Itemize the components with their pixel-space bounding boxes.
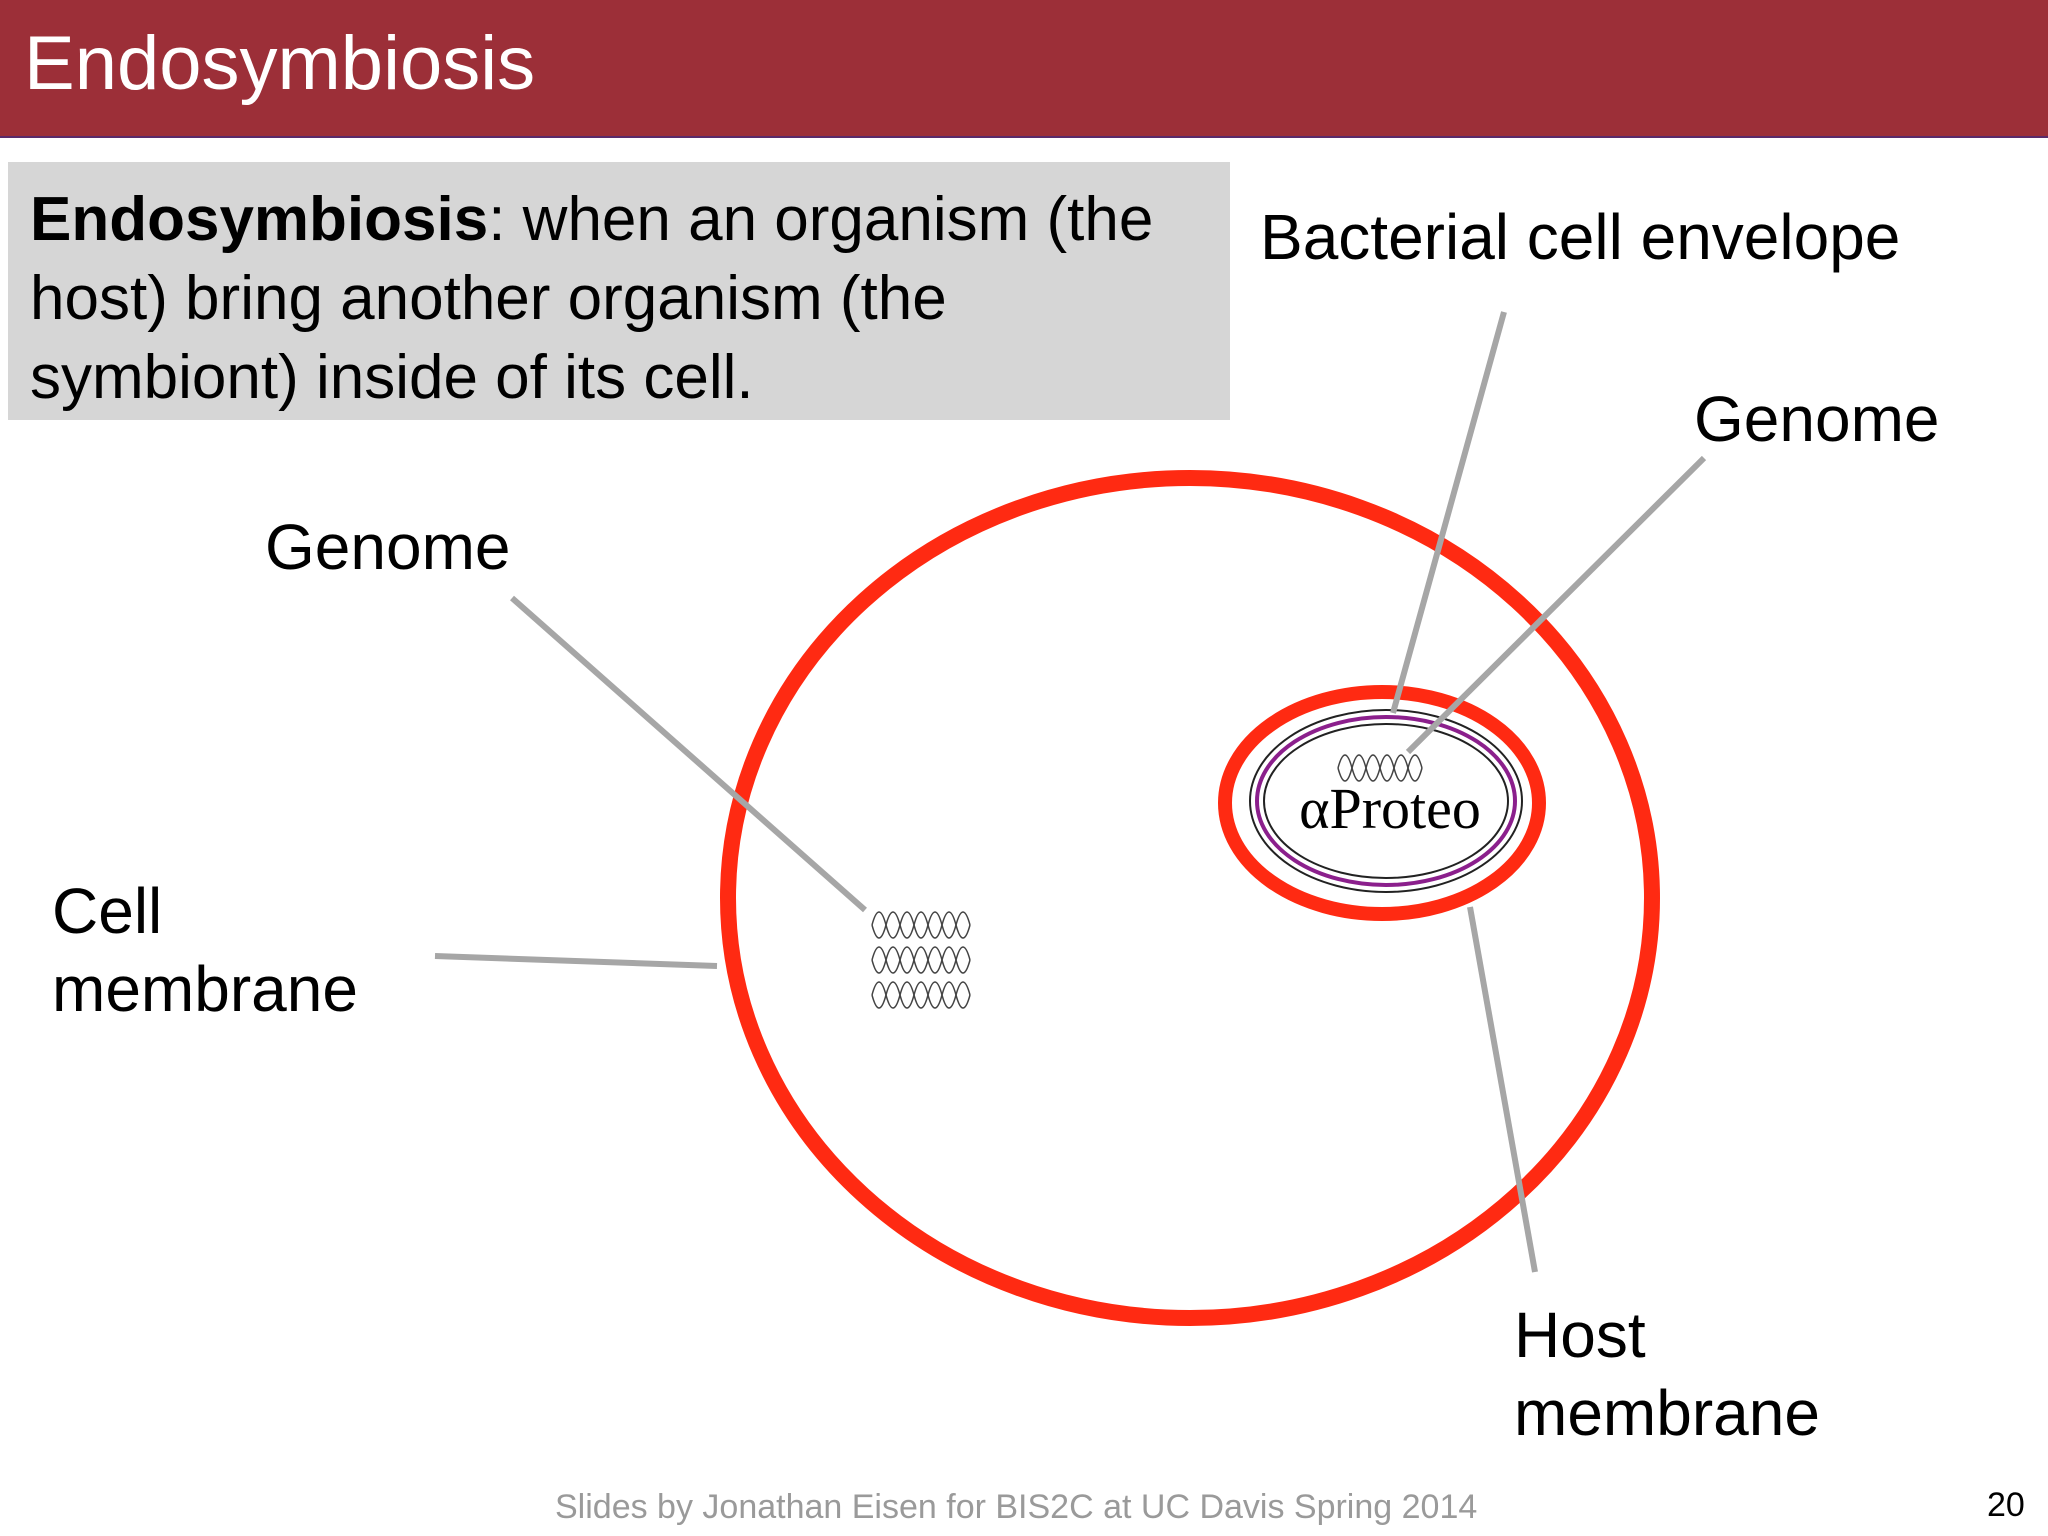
- symbiont-genome: [1337, 754, 1423, 782]
- label-genome-host: Genome: [265, 511, 511, 583]
- leader-line-symbiont-genome: [1405, 455, 1707, 755]
- leader-line-host-genome: [510, 595, 867, 913]
- label-cell-membrane-line1: Cell: [52, 875, 163, 947]
- leader-line-host-membrane: [1467, 906, 1538, 1273]
- label-cell-membrane: Cell membrane: [52, 872, 358, 1028]
- host-membrane-vesicle: [1218, 685, 1546, 921]
- symbiont-name: αProteo: [1299, 776, 1481, 841]
- slide-title: Endosymbiosis: [24, 21, 536, 106]
- label-genome-symbiont: Genome: [1694, 383, 1940, 455]
- host-cell-membrane: [720, 470, 1660, 1326]
- label-bacterial-cell-envelope: Bacterial cell envelope: [1260, 201, 1901, 273]
- label-host-membrane-line1: Host: [1514, 1299, 1646, 1371]
- label-cell-membrane-line2: membrane: [52, 953, 358, 1025]
- bacterial-outer-membrane: [1249, 709, 1523, 893]
- label-host-membrane: Host membrane: [1514, 1296, 1820, 1452]
- bacterial-inner-membrane: [1263, 723, 1509, 879]
- label-host-membrane-line2: membrane: [1514, 1377, 1820, 1449]
- slide-number: 20: [1987, 1486, 2025, 1524]
- slide-footer: Slides by Jonathan Eisen for BIS2C at UC…: [555, 1488, 1478, 1526]
- bacterial-cell-envelope: [1255, 715, 1517, 887]
- definition-text: : when an organism (the host) bring anot…: [30, 185, 1154, 412]
- definition-box: Endosymbiosis: when an organism (the hos…: [8, 162, 1230, 420]
- definition-term: Endosymbiosis: [30, 185, 489, 254]
- title-bar: Endosymbiosis: [0, 0, 2048, 138]
- leader-line-cell-membrane: [434, 953, 718, 969]
- leader-line-bacterial-envelope: [1390, 311, 1507, 714]
- host-genome: [871, 911, 971, 1009]
